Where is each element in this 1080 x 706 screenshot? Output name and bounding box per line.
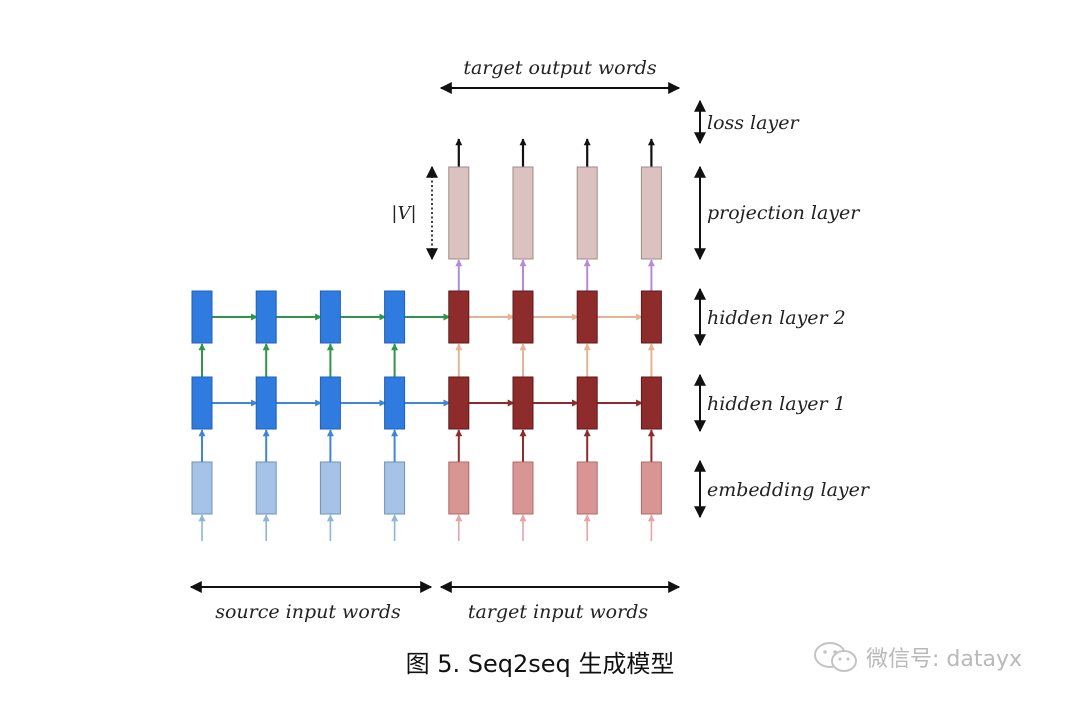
hidden-layer-2-label: hidden layer 2 — [707, 307, 846, 329]
decoder-embedding-box-5 — [512, 461, 534, 515]
decoder-embedding-box-4 — [448, 461, 470, 515]
encoder-hidden1-box-0 — [191, 376, 213, 430]
decoder-hidden2-box-5 — [512, 290, 534, 344]
decoder-hidden2-box-4 — [448, 290, 470, 344]
encoder-hidden1-box-2 — [319, 376, 341, 430]
decoder-hidden2-box-7 — [640, 290, 662, 344]
encoder-embedding-box-3 — [384, 461, 406, 515]
decoder-hidden1-box-4 — [448, 376, 470, 430]
decoder-hidden1-box-7 — [640, 376, 662, 430]
embedding-layer-label: embedding layer — [707, 479, 871, 501]
encoder-hidden1-box-1 — [255, 376, 277, 430]
vocab-size-label: |V| — [391, 203, 416, 224]
decoder-projection-box-6 — [576, 166, 598, 260]
encoder-hidden2-box-1 — [255, 290, 277, 344]
target-output-label: target output words — [463, 57, 656, 79]
watermark-text: 微信号: datayx — [866, 647, 1022, 672]
encoder-hidden2-box-0 — [191, 290, 213, 344]
loss-layer-label: loss layer — [707, 112, 800, 134]
figure-caption: 图 5. Seq2seq 生成模型 — [405, 650, 675, 678]
decoder-embedding-box-7 — [640, 461, 662, 515]
encoder-embedding-box-1 — [255, 461, 277, 515]
encoder-hidden1-box-3 — [384, 376, 406, 430]
decoder-hidden1-box-5 — [512, 376, 534, 430]
projection-layer-label: projection layer — [707, 202, 861, 224]
boxes-group — [191, 166, 662, 515]
encoder-hidden2-box-2 — [319, 290, 341, 344]
decoder-projection-box-7 — [640, 166, 662, 260]
wechat-icon — [814, 642, 857, 672]
decoder-hidden2-box-6 — [576, 290, 598, 344]
encoder-embedding-box-0 — [191, 461, 213, 515]
hidden-layer-1-label: hidden layer 1 — [707, 393, 846, 415]
source-input-label: source input words — [215, 601, 401, 623]
target-input-label: target input words — [468, 601, 648, 623]
watermark: 微信号: datayx — [812, 640, 1022, 674]
decoder-projection-box-5 — [512, 166, 534, 260]
arrows-group — [198, 138, 655, 541]
layer-labels: loss layer projection layer hidden layer… — [694, 99, 871, 519]
encoder-embedding-box-2 — [319, 461, 341, 515]
decoder-hidden1-box-6 — [576, 376, 598, 430]
decoder-projection-box-4 — [448, 166, 470, 260]
decoder-embedding-box-6 — [576, 461, 598, 515]
encoder-hidden2-box-3 — [384, 290, 406, 344]
